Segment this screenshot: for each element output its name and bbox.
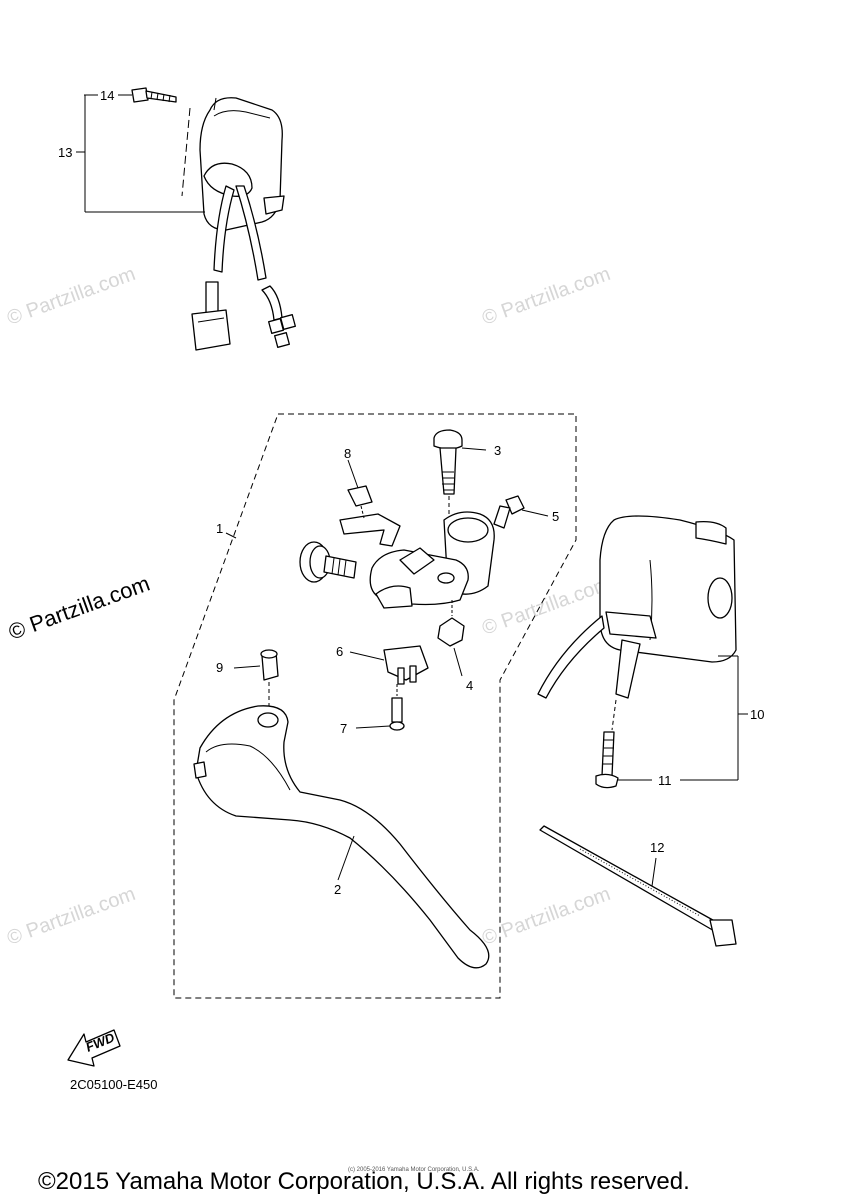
watermark-text: © Partzilla.com xyxy=(479,263,613,330)
callout-7: 7 xyxy=(340,721,347,736)
watermark-text: © Partzilla.com xyxy=(479,883,613,950)
watermark-text: © Partzilla.com xyxy=(4,263,138,330)
clutch-lever xyxy=(193,705,490,969)
callout-labels: 1 2 3 4 5 6 7 8 9 10 11 12 13 14 xyxy=(58,88,764,897)
callout-11: 11 xyxy=(658,773,672,788)
callout-3: 3 xyxy=(494,443,501,458)
tiny-notice: (c) 2005-2016 Yamaha Motor Corporation, … xyxy=(348,1167,480,1173)
leader-lines xyxy=(225,447,748,887)
lever-assembly-boundary xyxy=(173,413,577,999)
fwd-arrow-icon: FWD xyxy=(67,1029,121,1067)
callout-4: 4 xyxy=(466,678,473,693)
callout-5: 5 xyxy=(552,509,559,524)
handlebar-switch-right xyxy=(537,515,737,789)
callout-10: 10 xyxy=(750,707,764,722)
lever-holder-assembly xyxy=(260,429,525,731)
watermark-layer: © Partzilla.com © Partzilla.com © Partzi… xyxy=(4,263,613,950)
callout-12: 12 xyxy=(650,840,664,855)
cable-tie xyxy=(539,825,737,947)
diagram-code: 2C05100-E450 xyxy=(70,1077,157,1092)
callout-9: 9 xyxy=(216,660,223,675)
handlebar-switch-left xyxy=(131,87,296,351)
callout-14: 14 xyxy=(100,88,114,103)
leaders-upper-left xyxy=(76,94,205,213)
callout-6: 6 xyxy=(336,644,343,659)
watermark-text: © Partzilla.com xyxy=(4,883,138,950)
callout-13: 13 xyxy=(58,145,72,160)
callout-2: 2 xyxy=(334,882,341,897)
copyright-footer: ©2015 Yamaha Motor Corporation, U.S.A. A… xyxy=(38,1168,690,1195)
callout-1: 1 xyxy=(216,521,223,536)
callout-8: 8 xyxy=(344,446,351,461)
watermark-text-dark: © Partzilla.com xyxy=(5,571,153,645)
